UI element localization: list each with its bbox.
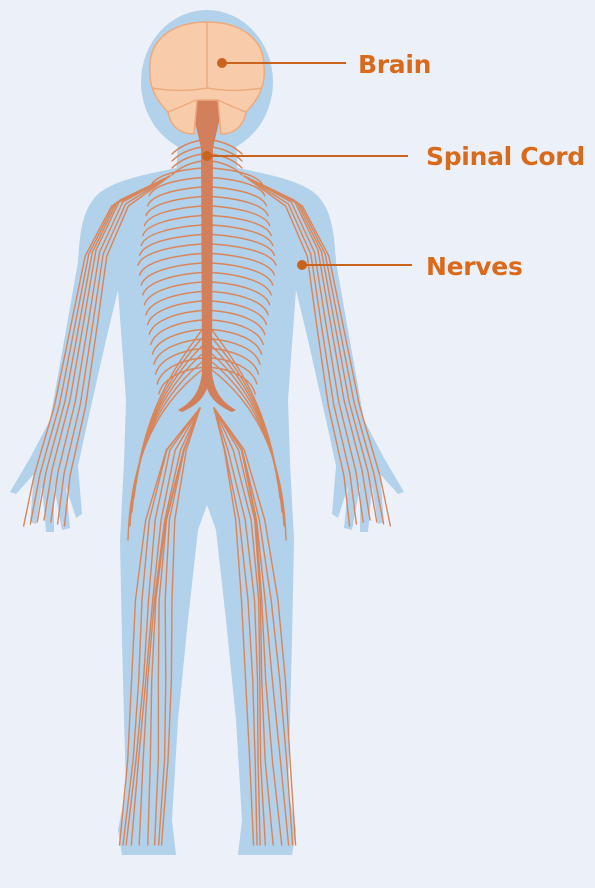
nerves-label: Nerves bbox=[426, 254, 523, 279]
spinal-cord-label: Spinal Cord bbox=[426, 144, 585, 169]
brain-label: Brain bbox=[358, 52, 431, 77]
brain-pointer-dot bbox=[218, 59, 226, 67]
nerves-pointer-dot bbox=[298, 261, 306, 269]
spinal-cord-pointer-dot bbox=[203, 152, 211, 160]
